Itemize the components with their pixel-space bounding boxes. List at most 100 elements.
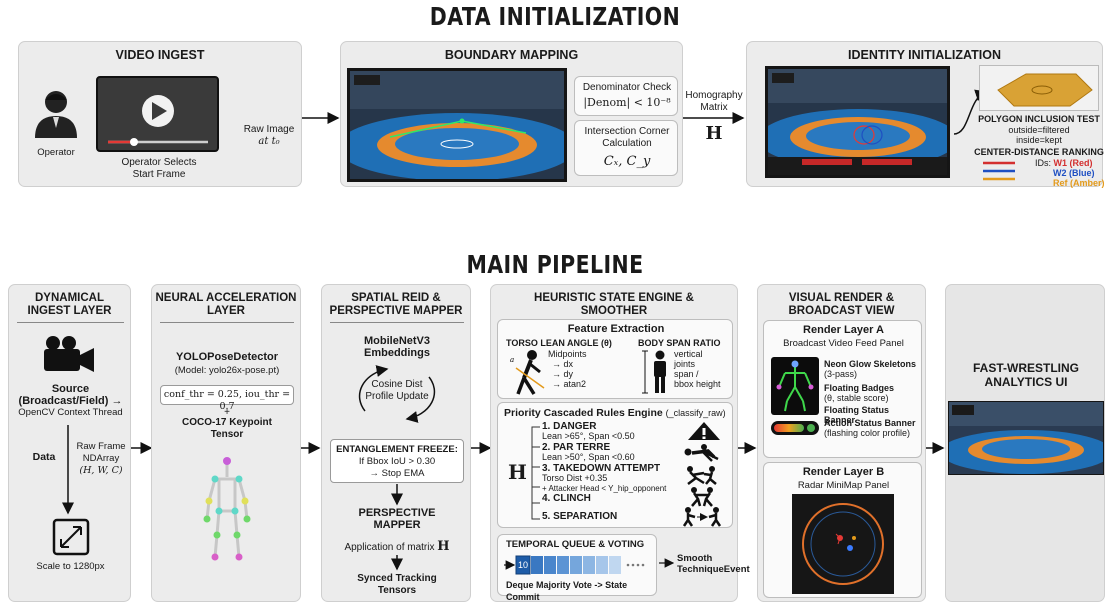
final-ui-arena-graphic [949,402,1103,474]
entanglement-freeze-box: ENTANGLEMENT FREEZE: If Bbox IoU > 0.30 … [330,439,464,483]
polygon-graphic [997,73,1093,107]
warning-icon [688,422,720,440]
application-of-matrix: Application of matrix H [344,539,450,554]
separation-icon [682,507,722,527]
body-span-title: BODY SPAN RATIO [638,338,721,348]
action-status-banner-label: Action Status Banner (flashing color pro… [824,418,916,438]
operator-selects-caption: Operator Selects Start Frame [121,157,197,180]
raw-image-label: Raw Image at t₀ [243,124,295,147]
center-distance-ranking-title: CENTER-DISTANCE RANKING [974,147,1104,157]
identity-arena-graphic [768,69,947,175]
ranking-color-bars [983,161,1015,181]
video-player[interactable] [96,76,219,152]
spatial-down-arrow-1 [391,484,403,506]
detector-model: (Model: yolo26x-pose.pt) [174,365,280,376]
intersection-corner-card: Intersection Corner Calculation Cₓ, C_y [574,120,678,176]
visual-render-panel: VISUAL RENDER & BROADCAST VIEW Render La… [757,284,926,602]
queue-cells-graphic [504,555,645,575]
detector-name: YOLOPoseDetector [175,351,279,363]
rules-symbol: H [508,460,527,484]
video-ingest-title: VIDEO INGEST [115,48,205,62]
data-initialization-title: DATA INITIALIZATION [429,2,681,31]
rule-separation: 5. SEPARATION [542,511,618,522]
scale-label: Scale to 1280px [36,561,105,572]
spatial-down-arrow-2 [391,555,403,571]
spatial-reid-panel: SPATIAL REID & PERSPECTIVE MAPPER Mobile… [321,284,471,602]
video-camera-icon [44,336,94,372]
plus-sign: + [224,407,230,418]
resize-icon [52,518,90,556]
final-ui-title: FAST-WRESTLING ANALYTICS UI [973,361,1079,389]
spatial-reid-title: SPATIAL REID & PERSPECTIVE MAPPER [329,292,463,317]
par-terre-icon [684,444,719,462]
dynamical-ingest-panel: DYNAMICAL INGEST LAYER Source (Broadcast… [8,284,131,602]
queue-output-arrow [659,558,675,568]
play-icon [108,95,208,146]
neural-acceleration-title: NEURAL ACCELERATION LAYER [155,292,297,317]
render-layer-a-card: Render Layer A Broadcast Video Feed Pane… [763,320,922,458]
polygon-inclusion-image [979,65,1099,111]
feature-extraction-card: Feature Extraction TORSO LEAN ANGLE (θ) … [497,319,733,399]
radar-minimap-graphic [802,503,884,585]
floating-status-banner-label: Floating Status Banner [824,405,889,425]
synced-tracking-label: Synced Tracking Tensors [357,573,437,596]
rule-clinch: 4. CLINCH [542,493,591,504]
final-ui-panel: FAST-WRESTLING ANALYTICS UI [945,284,1105,602]
raw-frame-ndarray: Raw Frame NDArray (H, W, C) [76,441,126,476]
neural-acceleration-panel: NEURAL ACCELERATION LAYER YOLOPoseDetect… [151,284,301,602]
ranking-ids: IDs: W1 (Red) W2 (Blue) Ref (Amber) [1035,158,1105,188]
lean-figure-icon: a [510,350,545,395]
smooth-technique-event: Smooth TechniqueEvent [677,553,750,575]
operator-icon [35,91,77,138]
arena-mat-graphic [350,71,564,179]
torso-lean-steps: Midpoints → dx → dy → atan2 [548,349,587,389]
mobilenet-embeddings: MobileNetV3 Embeddings [363,335,430,359]
identity-initialization-title: IDENTITY INITIALIZATION [847,48,1001,62]
render-layer-b-card: Render Layer B Radar MiniMap Panel [763,462,922,598]
video-ingest-panel: VIDEO INGEST Operator Operator Selects S… [18,41,302,187]
neon-glow-label: Neon Glow Skeletons (3-pass) [824,359,917,379]
final-ui-preview [948,401,1104,475]
takedown-icon [687,466,717,485]
body-span-steps: vertical joints span / bbox height [674,349,721,389]
keypoint-tensor-label: COCO-17 Keypoint Tensor [181,417,272,440]
body-span-icon [642,350,666,394]
temporal-queue-card: TEMPORAL QUEUE & VOTING 10 Deque Majorit… [497,534,657,602]
neon-skeleton-image [771,357,819,415]
boundary-mapping-title: BOUNDARY MAPPING [444,48,579,62]
polygon-inclusion-title: POLYGON INCLUSION TEST [978,114,1100,124]
svg-text:a: a [510,356,514,364]
queue-vote-label: Deque Majority Vote -> State Commit [506,580,628,602]
floating-badges-label: Floating Badges (θ, stable score) [824,383,895,403]
threshold-box: conf_thr = 0.25, iou_thr = 0.7 [160,385,294,412]
dynamical-ingest-title: DYNAMICAL INGEST LAYER [27,292,112,317]
pose-skeleton-graphic [203,457,251,561]
visual-render-title: VISUAL RENDER & BROADCAST VIEW [788,292,895,317]
action-banner-pill [771,421,819,435]
boundary-mapping-panel: BOUNDARY MAPPING Denominator Check |Deno… [340,41,683,187]
rule-takedown-attempt: 3. TAKEDOWN ATTEMPT Torso Dist +0.35 + A… [542,463,667,493]
polygon-inclusion-rules: outside=filtered inside=kept [1008,125,1070,145]
heuristic-engine-title: HEURISTIC STATE ENGINE & SMOOTHER [534,292,694,317]
homography-matrix-label: Homography Matrix [685,90,743,113]
rule-danger: 1. DANGER Lean >65°, Span <0.50 [542,421,635,441]
heuristic-engine-panel: HEURISTIC STATE ENGINE & SMOOTHER Featur… [490,284,750,602]
clinch-icon [691,487,713,507]
torso-lean-title: TORSO LEAN ANGLE (θ) [506,338,612,348]
queue-first-value: 10 [517,560,528,570]
cosine-dist-label: Cosine Dist Profile Update [365,379,429,402]
boundary-frame-image [347,68,567,182]
rules-engine-title: Priority Cascaded Rules Engine (_classif… [504,407,726,419]
source-description: Source (Broadcast/Field) → OpenCV Contex… [18,383,123,418]
denominator-check-card: Denominator Check |Denom| < 10⁻⁸ [574,76,678,116]
homography-symbol: H [705,123,723,144]
rules-engine-card: Priority Cascaded Rules Engine (_classif… [497,402,733,528]
rule-par-terre: 2. PAR TERRE Lean >50°, Span <0.60 [542,442,635,462]
ingest-down-arrow [62,425,74,515]
neon-skeleton-graphic [776,360,814,412]
identity-frame-image [765,66,950,178]
rules-bracket [531,426,540,520]
identity-initialization-panel: IDENTITY INITIALIZATION POLYGON INCLUSIO… [746,41,1105,188]
operator-label: Operator [37,147,75,158]
